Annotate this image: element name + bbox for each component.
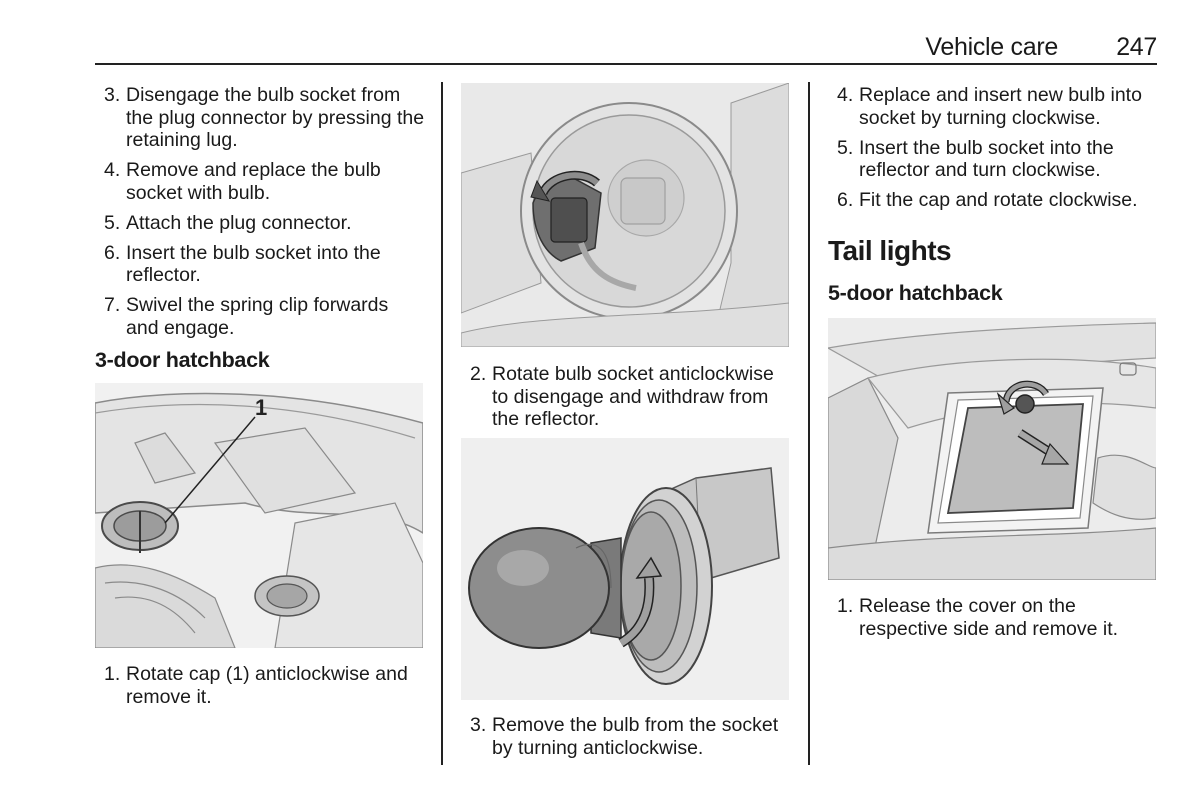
column-2-step-3: 3.Remove the bulb from the socket by tur…: [461, 714, 789, 767]
figure-bulb-socket-reflector: [461, 83, 789, 347]
list-item: 2.Rotate bulb socket anticlockwise to di…: [461, 363, 789, 431]
heading-3-door-hatchback: 3-door hatchback: [95, 348, 270, 372]
heading-5-door-hatchback: 5-door hatchback: [828, 281, 1003, 305]
column-3: 4.Replace and insert new bulb into socke…: [828, 84, 1158, 219]
headlamp-illustration: 1: [95, 383, 423, 648]
step-number: 6.: [837, 189, 854, 211]
step-text: Replace and insert new bulb into socket …: [859, 84, 1142, 129]
column-divider-left: [441, 82, 443, 765]
reflector-illustration: [461, 83, 789, 347]
step-number: 3.: [470, 714, 487, 736]
step-number: 1.: [837, 595, 854, 617]
step-number: 1.: [104, 663, 121, 685]
step-text: Rotate cap (1) anticlockwise and remove …: [126, 663, 408, 708]
instruction-list: 3.Disengage the bulb socket from the plu…: [95, 84, 425, 339]
figure-callout-number: 1: [255, 395, 267, 420]
list-item: 5.Insert the bulb socket into the reflec…: [828, 137, 1158, 182]
step-number: 2.: [470, 363, 487, 385]
list-item: 1.Release the cover on the respective si…: [828, 595, 1158, 640]
step-text: Swivel the spring clip forwards and enga…: [126, 294, 389, 339]
step-text: Insert the bulb socket into the reflecto…: [859, 136, 1114, 182]
column-1: 3.Disengage the bulb socket from the plu…: [95, 84, 425, 347]
instruction-list: 2.Rotate bulb socket anticlockwise to di…: [461, 363, 789, 431]
step-number: 4.: [104, 159, 121, 181]
step-text: Release the cover on the respective side…: [859, 595, 1119, 640]
list-item: 6.Insert the bulb socket into the reflec…: [95, 242, 425, 287]
list-item: 3.Remove the bulb from the socket by tur…: [461, 714, 789, 759]
list-item: 4.Remove and replace the bulb socket wit…: [95, 159, 425, 204]
instruction-list: 3.Remove the bulb from the socket by tur…: [461, 714, 789, 759]
step-number: 7.: [104, 294, 121, 316]
column-divider-right: [808, 82, 810, 765]
step-text: Insert the bulb socket into the reflecto…: [126, 241, 381, 287]
instruction-list: 4.Replace and insert new bulb into socke…: [828, 84, 1158, 212]
step-number: 5.: [837, 136, 854, 159]
list-item: 7.Swivel the spring clip forwards and en…: [95, 294, 425, 339]
step-text: Disengage the bulb socket from the plug …: [126, 84, 425, 151]
bulb-illustration: [461, 438, 789, 700]
list-item: 6.Fit the cap and rotate clockwise.: [828, 189, 1158, 212]
column-3-after-figure: 1.Release the cover on the respective si…: [828, 595, 1158, 648]
step-text: Fit the cap and rotate clockwise.: [859, 189, 1138, 211]
instruction-list: 1.Rotate cap (1) anticlockwise and remov…: [95, 663, 425, 708]
step-text: Remove the bulb from the socket by turni…: [492, 714, 779, 759]
step-number: 3.: [104, 84, 121, 106]
step-text: Attach the plug connector.: [126, 211, 352, 234]
step-number: 6.: [104, 241, 121, 264]
column-2-step-2: 2.Rotate bulb socket anticlockwise to di…: [461, 363, 789, 438]
step-text: Remove and replace the bulb socket with …: [126, 159, 381, 204]
header-divider: [95, 63, 1157, 65]
step-number: 4.: [837, 84, 854, 106]
figure-tail-light-cover: [828, 318, 1156, 580]
list-item: 5.Attach the plug connector.: [95, 212, 425, 235]
heading-tail-lights: Tail lights: [828, 235, 952, 266]
list-item: 4.Replace and insert new bulb into socke…: [828, 84, 1158, 129]
tail-light-illustration: [828, 318, 1156, 580]
section-title: Vehicle care: [925, 33, 1058, 61]
figure-headlamp-cap: 1: [95, 383, 423, 648]
instruction-list: 1.Release the cover on the respective si…: [828, 595, 1158, 640]
step-number: 5.: [104, 211, 121, 234]
list-item: 1.Rotate cap (1) anticlockwise and remov…: [95, 663, 425, 708]
column-1-after-figure: 1.Rotate cap (1) anticlockwise and remov…: [95, 663, 425, 716]
list-item: 3.Disengage the bulb socket from the plu…: [95, 84, 425, 152]
page-number: 247: [1116, 33, 1157, 61]
step-text: Rotate bulb socket anticlockwise to dise…: [492, 363, 774, 430]
figure-bulb-removal: [461, 438, 789, 700]
